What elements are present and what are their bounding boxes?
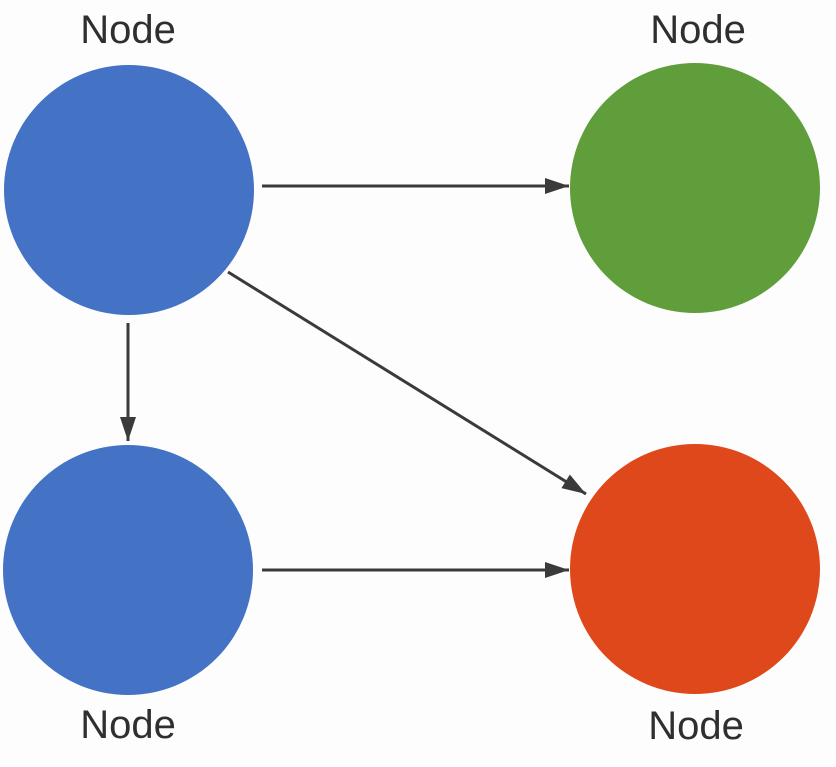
node-circle-bottom-left <box>3 445 253 695</box>
node-label-bottom-right: Node <box>648 704 744 748</box>
edge-group <box>120 178 587 578</box>
node-label-top-right: Node <box>650 8 746 52</box>
node-label-top-left: Node <box>80 8 176 52</box>
edge-topleft-to-bottomright <box>227 270 587 496</box>
node-circle-top-right <box>570 63 820 313</box>
node-circle-bottom-right <box>570 444 820 694</box>
node-label-bottom-left: Node <box>80 703 176 747</box>
node-circle-top-left <box>4 65 254 315</box>
